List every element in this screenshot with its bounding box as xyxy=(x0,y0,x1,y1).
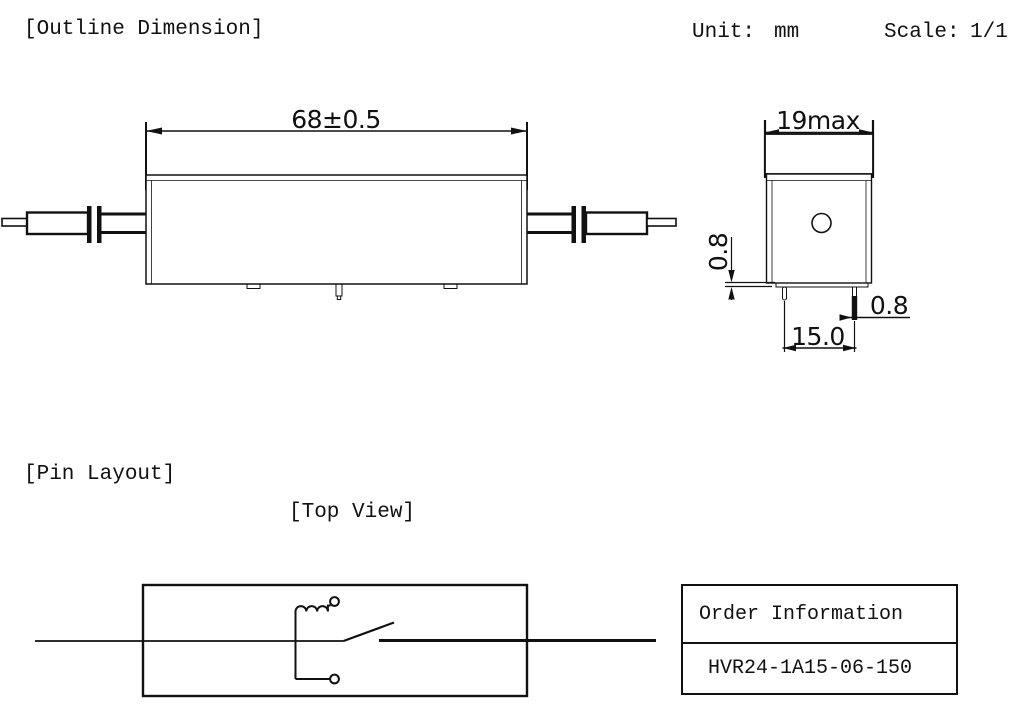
coil-symbol xyxy=(294,596,340,685)
right-flange-2 xyxy=(581,206,586,243)
order-part-number: HVR24-1A15-06-150 xyxy=(708,657,913,680)
end-view-drawing: 19max 0.8 xyxy=(704,106,910,352)
end-pin-right xyxy=(852,286,857,298)
center-pin-tip xyxy=(336,295,342,300)
left-flange-1 xyxy=(87,206,92,243)
bottom-tab-right xyxy=(443,283,458,289)
dim-08-right-label: 0.8 xyxy=(870,291,908,320)
left-lead xyxy=(1,206,146,243)
scale-label: Scale: xyxy=(884,21,960,44)
dim-150-label: 15.0 xyxy=(791,322,845,351)
arrowhead-up xyxy=(728,287,735,300)
unit-value: mm xyxy=(774,21,800,44)
center-pin xyxy=(335,283,343,297)
relay-body-side xyxy=(145,174,528,300)
dim-08-left-label: 0.8 xyxy=(704,233,733,271)
end-pin-right-dim-mark xyxy=(851,296,858,320)
arrowhead-right xyxy=(839,314,852,321)
dim-19max-label: 19max xyxy=(776,106,860,135)
scale-value: 1/1 xyxy=(970,21,1008,44)
coil-terminal-bottom xyxy=(329,673,340,685)
right-wire-tip xyxy=(646,217,677,227)
pin-layout-schematic xyxy=(35,583,656,698)
end-cover xyxy=(764,133,874,175)
switch-blade xyxy=(343,621,395,643)
outline-dimension-title: [Outline Dimension] xyxy=(24,18,264,41)
right-lead xyxy=(527,206,677,243)
left-flange-2 xyxy=(97,206,102,243)
right-flange-1 xyxy=(571,206,576,243)
right-sleeve xyxy=(584,211,649,236)
arrowhead-right xyxy=(843,344,856,352)
side-view-drawing: 68±0.5 xyxy=(1,105,677,300)
dim-68-label: 68±0.5 xyxy=(291,105,381,134)
left-sleeve xyxy=(25,211,90,236)
pin-layout-label: [Pin Layout] xyxy=(24,463,176,486)
dim-pin-pitch: 15.0 xyxy=(782,301,857,352)
order-info-header: Order Information xyxy=(683,586,956,644)
arrowhead-down xyxy=(728,270,735,283)
end-pin-left xyxy=(782,286,787,301)
right-tube xyxy=(527,212,572,234)
switch-symbol xyxy=(35,621,656,643)
relay-body-end xyxy=(764,133,874,320)
coil-step xyxy=(326,604,331,612)
arrowhead-right xyxy=(511,127,527,135)
bottom-tab-left xyxy=(246,283,261,289)
coil-terminal-top xyxy=(329,596,340,607)
base-plate xyxy=(775,282,869,288)
top-view-label: [Top View] xyxy=(289,501,416,524)
unit-label: Unit: xyxy=(692,21,756,44)
dim-pin-diameter: 0.8 xyxy=(839,291,910,321)
vent-hole xyxy=(811,212,832,234)
left-wire-tip xyxy=(1,217,28,227)
arrowhead-left xyxy=(146,127,162,135)
arrowhead-left xyxy=(783,344,796,352)
dim-end-width: 19max xyxy=(763,106,875,178)
order-info-table: Order Information HVR24-1A15-06-150 xyxy=(681,584,958,695)
dim-pin-exit: 0.8 xyxy=(704,233,775,300)
coil-loops xyxy=(294,605,329,612)
left-tube xyxy=(101,212,146,234)
